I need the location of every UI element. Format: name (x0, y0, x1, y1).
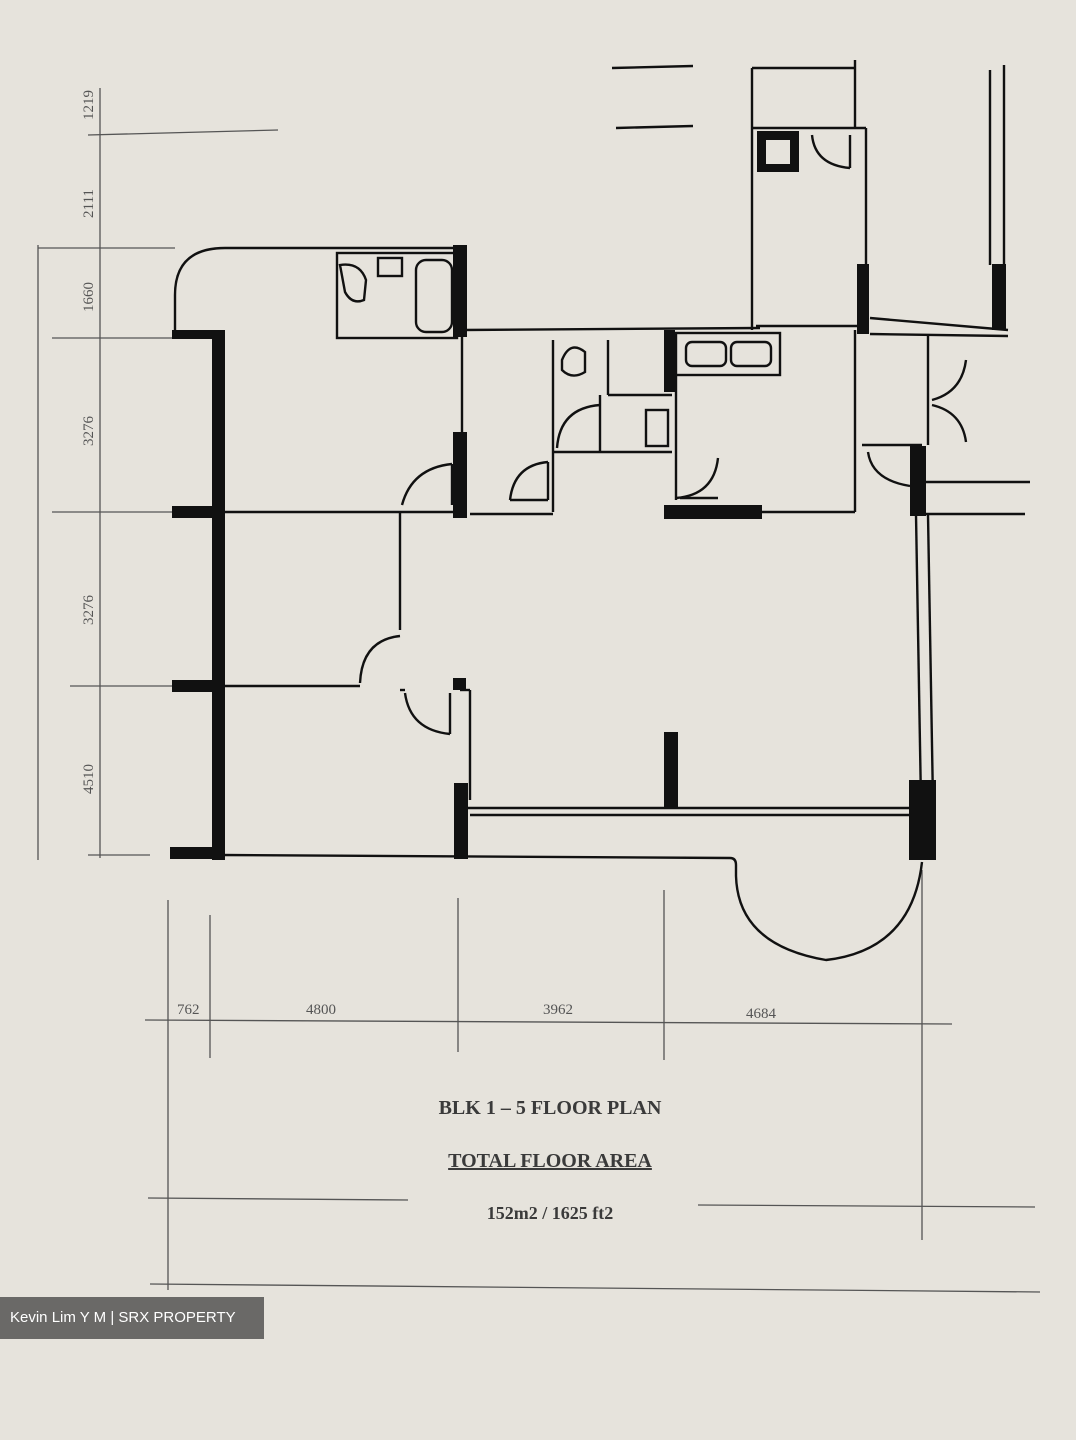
dim-bottom-1: 762 (177, 1002, 200, 1018)
bottom-dimension-lines (144, 870, 1041, 1293)
watermark-caption: Kevin Lim Y M | SRX PROPERTY (0, 1297, 264, 1339)
dim-bottom-2: 4800 (306, 1002, 336, 1018)
dim-left-1: 1219 (81, 90, 97, 120)
dim-left-4: 3276 (81, 416, 97, 447)
dim-bottom-4: 4684 (746, 1006, 777, 1022)
total-floor-area-value: 152m2 / 1625 ft2 (486, 1203, 614, 1223)
bottom-dimension-labels: 762 4800 3962 4684 (177, 1002, 777, 1022)
dim-left-5: 3276 (81, 595, 97, 626)
dim-left-3: 1660 (81, 282, 97, 312)
left-dimension-lines (37, 88, 279, 860)
plan-title: BLK 1 – 5 FLOOR PLAN (438, 1097, 662, 1119)
thin-walls (173, 60, 1030, 962)
yard-box (766, 140, 790, 164)
total-floor-area-label: TOTAL FLOOR AREA (448, 1150, 652, 1172)
dim-left-2: 2111 (81, 189, 97, 218)
thick-walls (170, 131, 1006, 860)
dim-bottom-3: 3962 (543, 1002, 573, 1018)
dim-left-6: 4510 (81, 764, 97, 794)
left-dimension-labels: 1219 2111 1660 3276 3276 4510 (81, 90, 97, 794)
